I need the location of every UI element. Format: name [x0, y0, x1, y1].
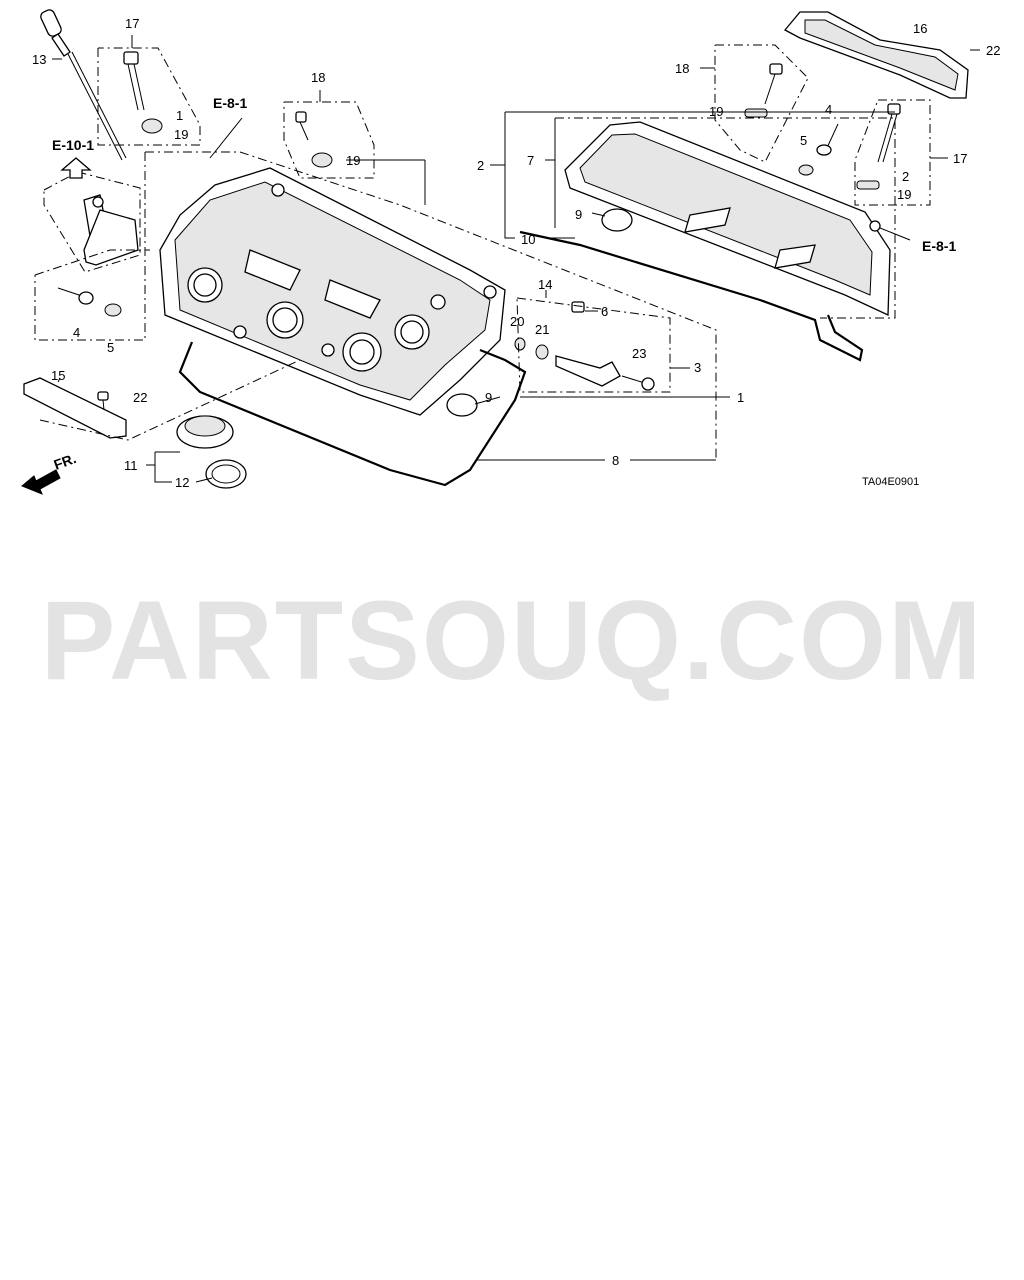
- valve-assembly-14: [514, 301, 655, 391]
- drawing-code: TA04E0901: [862, 476, 919, 488]
- callout-18: 18: [675, 61, 689, 76]
- callout-6: 6: [601, 304, 608, 319]
- head-cover-rear: [564, 121, 891, 317]
- callout-22: 22: [986, 43, 1000, 58]
- head-cover-gasket-rear: [519, 230, 864, 362]
- callout-4: 4: [825, 102, 832, 117]
- callout-19: 19: [346, 153, 360, 168]
- callout-12: 12: [175, 475, 189, 490]
- callout-2: 2: [477, 158, 484, 173]
- callout-9: 9: [485, 390, 492, 405]
- callout-10: 10: [521, 232, 535, 247]
- head-cover-front: [159, 167, 506, 416]
- callout-18: 18: [311, 70, 325, 85]
- callout-9: 9: [575, 207, 582, 222]
- parts-diagram: 17 13 1 19 18 19 4 5 15 22 11 12 14 20 2…: [21, 9, 1000, 495]
- callout-8: 8: [612, 453, 619, 468]
- stud-4-right: [798, 123, 839, 176]
- callout-20: 20: [510, 314, 524, 329]
- bolt-18: [295, 111, 333, 168]
- callout-15: 15: [51, 368, 65, 383]
- leader-lines: [21, 35, 980, 495]
- seal-9-left: [446, 393, 478, 417]
- callout-7: 7: [527, 153, 534, 168]
- callout-19: 19: [897, 187, 911, 202]
- callout-17: 17: [953, 151, 967, 166]
- callout-1: 1: [737, 390, 744, 405]
- callout-labels: 17 13 1 19 18 19 4 5 15 22 11 12 14 20 2…: [32, 16, 1000, 490]
- ref-e-8-1: E-8-1: [922, 238, 956, 254]
- dipstick-tube: [83, 194, 139, 266]
- watermark: PARTSOUQ.COM: [40, 578, 984, 703]
- bracket-15: [23, 377, 127, 439]
- stud-4-left: [57, 287, 122, 317]
- head-cover-gasket-front: [178, 341, 527, 487]
- callout-23: 23: [632, 346, 646, 361]
- callout-19: 19: [709, 104, 723, 119]
- callout-5: 5: [107, 340, 114, 355]
- callout-2: 2: [902, 169, 909, 184]
- callout-1: 1: [176, 108, 183, 123]
- seal-9-right: [601, 208, 633, 232]
- callout-16: 16: [913, 21, 927, 36]
- callout-17: 17: [125, 16, 139, 31]
- callout-3: 3: [694, 360, 701, 375]
- callout-5: 5: [800, 133, 807, 148]
- oil-filler-cap: [176, 415, 247, 489]
- callout-11: 11: [124, 458, 138, 473]
- bolt-17-right: [856, 103, 901, 190]
- dipstick: [40, 9, 127, 161]
- callout-19: 19: [174, 127, 188, 142]
- callout-22: 22: [133, 390, 147, 405]
- callout-14: 14: [538, 277, 552, 292]
- callout-4: 4: [73, 325, 80, 340]
- ref-e-10-1: E-10-1: [52, 137, 94, 153]
- callout-21: 21: [535, 322, 549, 337]
- callout-13: 13: [32, 52, 46, 67]
- bolt-17-left: [123, 51, 163, 134]
- bolt-18-right: [744, 63, 783, 118]
- front-marker: FR.: [52, 450, 79, 473]
- ref-e-8-1: E-8-1: [213, 95, 247, 111]
